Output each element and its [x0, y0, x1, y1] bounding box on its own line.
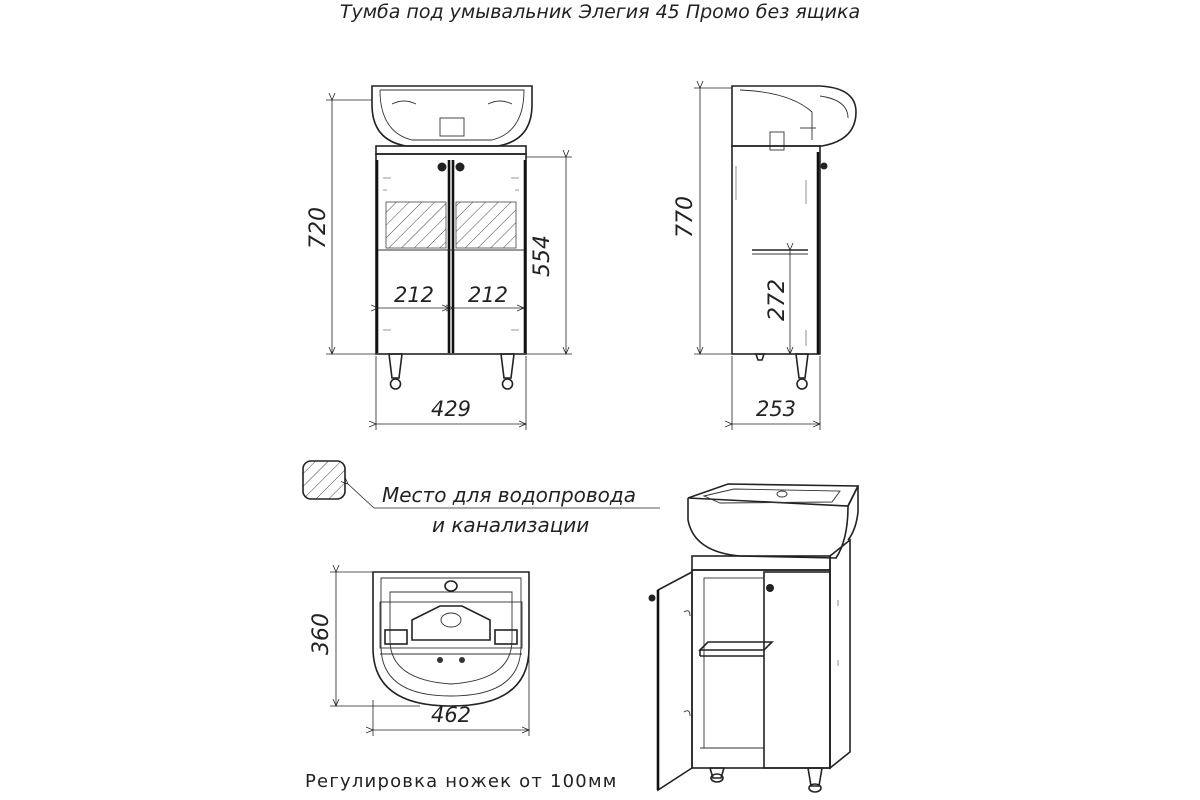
iso-leg-front-right — [807, 767, 823, 787]
side-hinge-marks — [735, 166, 807, 346]
cabinet-side-body — [731, 145, 821, 355]
iso-basin-bowl — [702, 488, 841, 504]
right-leg — [500, 353, 515, 379]
iso-basin-side — [847, 485, 859, 541]
legend-text-line1: Место для водопровода — [382, 483, 636, 507]
drain-bowl — [411, 605, 491, 641]
iso-left-hinges — [683, 610, 691, 717]
mount-bracket-right — [494, 629, 518, 645]
right-door-handle — [455, 162, 465, 172]
dim-label-360: 360 — [309, 613, 334, 655]
left-door-handle — [437, 162, 447, 172]
basin-top-outline — [372, 571, 530, 707]
dim-label-462: 462 — [431, 703, 471, 727]
side-view: 770 272 253 — [673, 85, 857, 430]
basin-bowl-rim — [389, 591, 513, 685]
isometric-view — [648, 483, 860, 793]
basin-front-outline — [371, 85, 533, 147]
dim-label-212-right: 212 — [468, 283, 508, 307]
side-back-leg — [754, 353, 766, 361]
dim-label-272: 272 — [765, 279, 790, 321]
legend-text-line2: и канализации — [432, 513, 589, 537]
dim-label-253: 253 — [756, 397, 796, 421]
mount-bracket-left — [384, 629, 408, 645]
basin-siphon — [439, 117, 465, 137]
iso-leg-foot-fl — [710, 773, 724, 783]
left-leg — [388, 353, 403, 379]
dim-label-212-left: 212 — [394, 283, 434, 307]
legend: Место для водопровода и канализации — [302, 460, 660, 537]
iso-cabinet-front — [691, 569, 831, 769]
plumbing-zone-left — [385, 201, 447, 249]
basin-side-inner — [739, 89, 849, 140]
iso-right-door-handle — [766, 584, 774, 592]
front-view: 720 554 212 212 429 — [306, 85, 572, 430]
left-leg-foot — [389, 378, 402, 390]
pipe-marker-left — [437, 657, 443, 663]
cabinet-top-panel — [375, 145, 527, 155]
door-hinge-marks — [383, 177, 519, 331]
basin-side-outline — [731, 85, 857, 147]
iso-basin-front — [687, 498, 849, 559]
iso-leg-foot-fr — [808, 783, 822, 793]
side-leg-foot — [796, 378, 808, 390]
pipe-marker-right — [459, 657, 465, 663]
iso-faucet-hole — [776, 490, 788, 498]
iso-left-door-handle — [648, 594, 656, 602]
legend-leader — [348, 484, 375, 509]
basin-overflow-marks — [391, 100, 513, 105]
drawing-title: Тумба под умывальник Элегия 45 Промо без… — [340, 1, 860, 23]
footer-note: Регулировка ножек от 100мм — [305, 771, 618, 792]
dim-label-554: 554 — [530, 235, 555, 277]
iso-right-door — [763, 571, 831, 769]
iso-leg-front-left — [708, 767, 726, 779]
iso-left-door-open — [657, 570, 693, 792]
side-handle — [820, 162, 828, 170]
dim-label-720: 720 — [306, 207, 331, 249]
basin-inner-line — [379, 89, 525, 141]
iso-shelf — [698, 641, 774, 651]
side-siphon — [769, 131, 785, 151]
right-leg-foot — [501, 378, 514, 390]
plumbing-zone-right — [455, 201, 517, 249]
legend-hatch-swatch — [302, 460, 346, 500]
basin-top-inner — [380, 577, 522, 697]
cabinet-body — [375, 153, 527, 355]
dim-label-429: 429 — [431, 397, 471, 421]
top-view: 360 462 — [309, 572, 529, 736]
faucet-hole — [444, 580, 458, 592]
dim-label-770: 770 — [673, 196, 698, 238]
side-front-leg — [795, 353, 809, 379]
iso-interior — [703, 577, 765, 749]
iso-cabinet-side — [829, 538, 851, 770]
drain-hole — [440, 612, 462, 628]
cabinet-top-projection — [379, 601, 523, 649]
